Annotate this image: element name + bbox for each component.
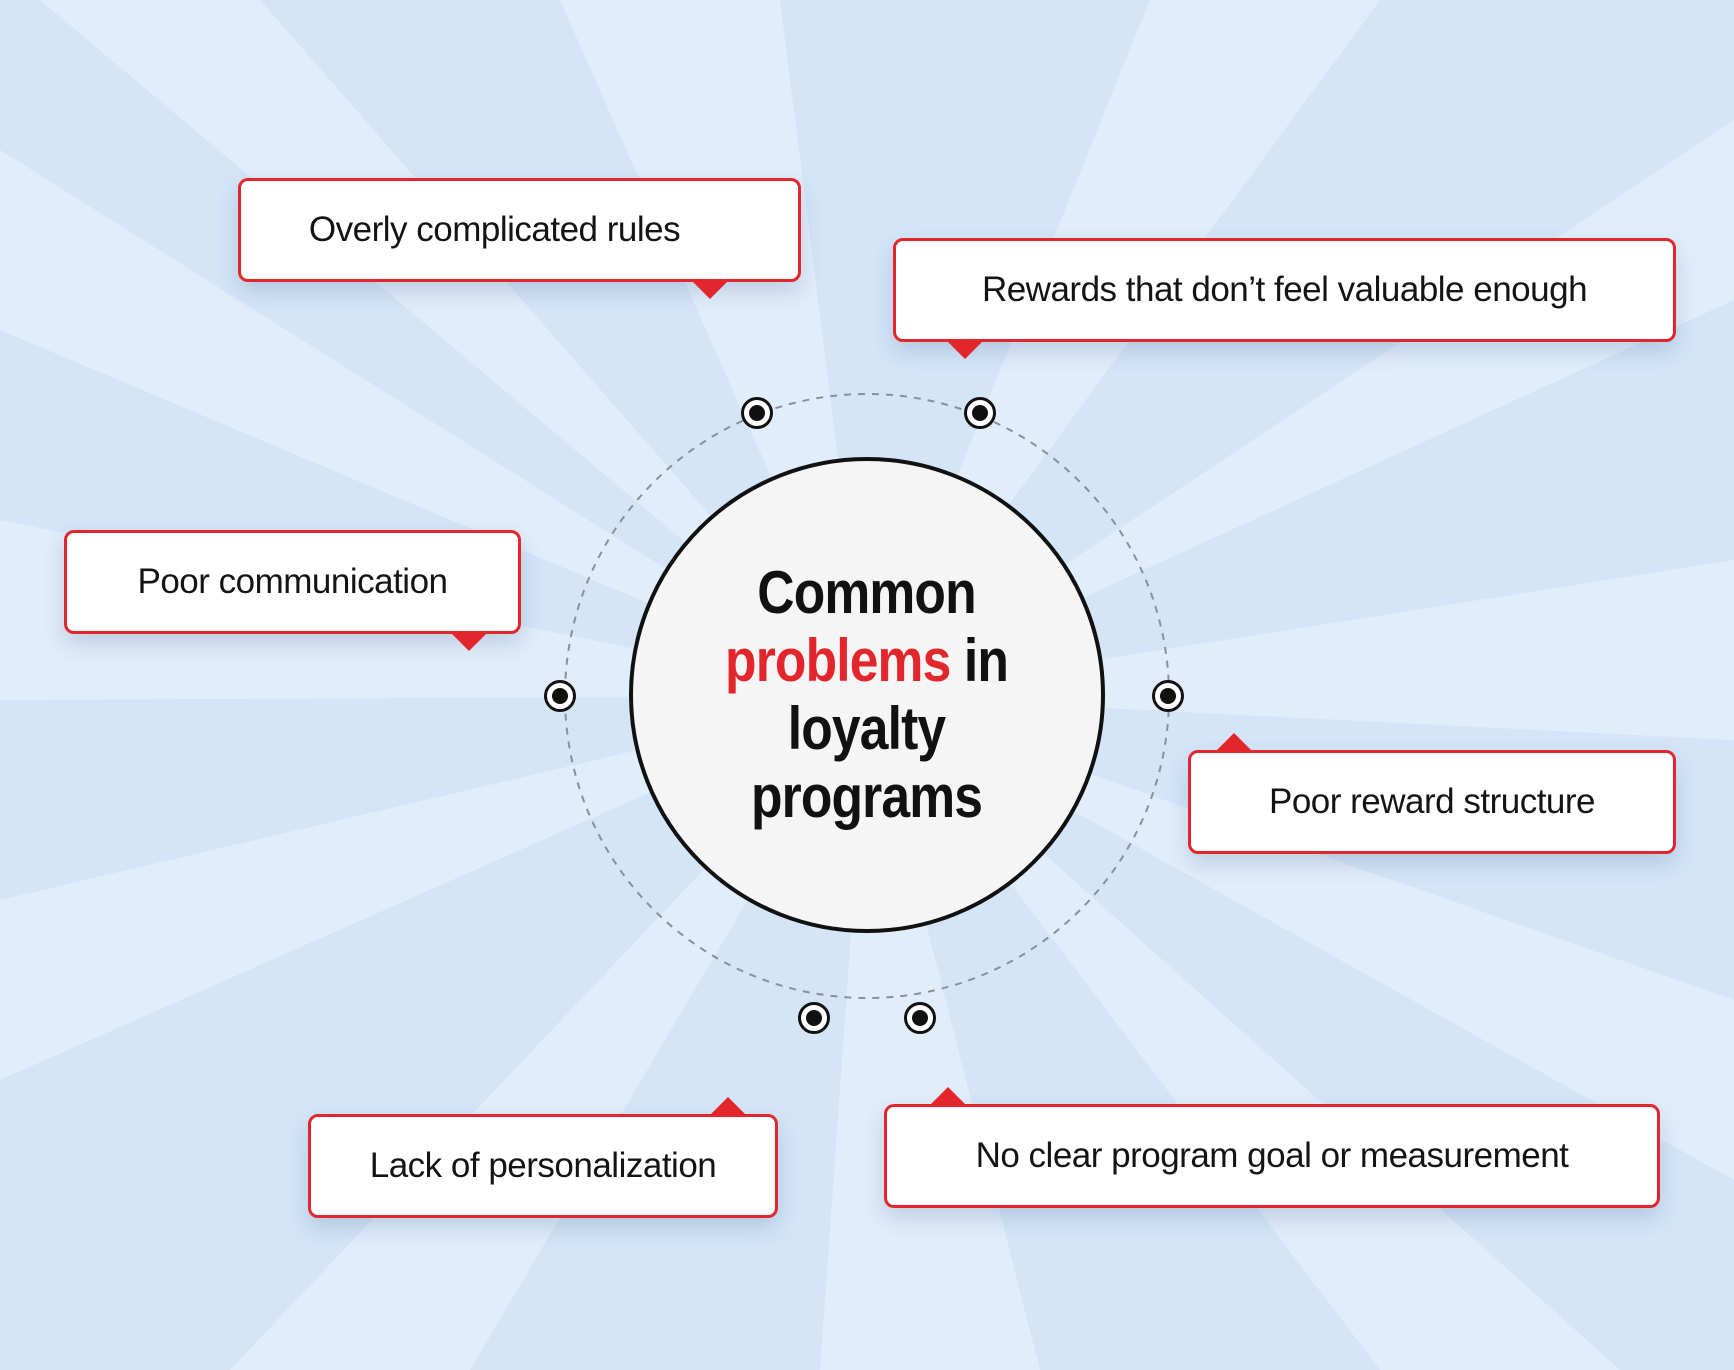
center-title: Common problems in loyalty programs [725,559,1010,831]
callout-pointer [693,282,727,299]
callout-label: Poor reward structure [1268,782,1596,821]
callout-pointer [1217,733,1251,750]
callout-overly-complicated-rules: Overly complicated rules [238,178,801,299]
title-line-3: loyalty [788,695,946,762]
title-line-2: problems in [725,627,1010,695]
callout-no-clear-goal: No clear program goal or measurement [884,1087,1660,1208]
callout-pointer [948,342,982,359]
callout-pointer [711,1097,745,1114]
callout-label: Rewards that don’t feel valuable enough [981,270,1588,309]
callout-label: Poor communication [137,562,448,601]
callout-lack-of-personalization: Lack of personalization [308,1097,778,1218]
callout-pointer [452,634,486,651]
callout-rewards-not-valuable: Rewards that don’t feel valuable enough [893,238,1676,359]
title-line-1: Common [757,559,977,626]
title-line-2-rest: in [950,627,1009,694]
callout-label: Overly complicated rules [308,210,681,249]
callout-label: No clear program goal or measurement [975,1136,1569,1175]
callout-pointer [931,1087,965,1104]
node-dot-left [544,680,576,712]
node-dot-right [1152,680,1184,712]
title-accent-word: problems [725,627,952,694]
callout-poor-communication: Poor communication [64,530,521,651]
node-dot-bottom-right [904,1002,936,1034]
node-dot-bottom-left [798,1002,830,1034]
title-line-4: programs [751,763,983,830]
callout-label: Lack of personalization [369,1146,717,1185]
callout-poor-reward-structure: Poor reward structure [1188,733,1676,854]
center-circle: Common problems in loyalty programs [629,457,1105,933]
node-dot-top-right [964,397,996,429]
node-dot-top-left [741,397,773,429]
